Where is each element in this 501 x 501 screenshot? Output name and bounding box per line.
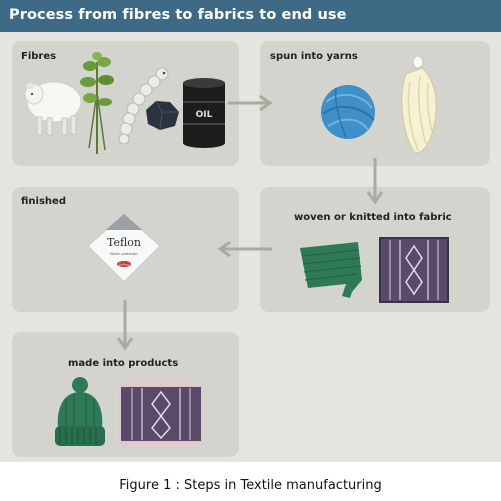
woven-rug-fabric-icon	[379, 237, 449, 303]
fringed-rug-product-icon	[119, 378, 203, 450]
diagram-canvas: Process from fibres to fabrics to end us…	[0, 0, 501, 462]
figure-caption: Figure 1 : Steps in Textile manufacturin…	[119, 478, 382, 493]
silkworm-icon	[118, 67, 169, 145]
green-knit-hat-icon	[55, 377, 105, 446]
panel-finished-label: finished	[21, 196, 66, 207]
panel-products-label: made into products	[68, 358, 179, 369]
teflon-brand-text: Teflon	[107, 236, 141, 249]
oil-barrel-icon: OIL	[183, 78, 225, 148]
panel-yarns-label: spun into yarns	[270, 51, 358, 62]
arrow-finished-to-products	[116, 300, 134, 351]
panel-fibres-label: Fibres	[21, 51, 57, 62]
green-knit-fabric-icon	[300, 242, 362, 298]
coal-lump-icon	[146, 100, 179, 131]
panel-yarns: spun into yarns	[260, 41, 490, 166]
teflon-sub-text: fabric protector	[110, 252, 138, 256]
arrow-yarns-to-fabric	[366, 158, 384, 205]
teflon-tag-icon: Teflon fabric protector DuPont	[87, 213, 161, 283]
oil-barrel-label: OIL	[196, 110, 213, 120]
panel-fabric: woven or knitted into fabric	[260, 187, 490, 312]
cream-yarn-skein-icon	[401, 55, 437, 153]
blue-yarn-ball-icon	[321, 85, 375, 139]
teflon-mark-text: DuPont	[119, 262, 131, 266]
flax-plant-icon	[80, 52, 114, 154]
arrow-fibres-to-yarns	[228, 94, 273, 112]
sheep-icon	[24, 81, 82, 136]
panel-fabric-label: woven or knitted into fabric	[294, 212, 452, 223]
diagram-title: Process from fibres to fabrics to end us…	[9, 7, 347, 23]
arrow-fabric-to-finished	[217, 240, 272, 258]
diagram-header: Process from fibres to fabrics to end us…	[0, 0, 501, 32]
